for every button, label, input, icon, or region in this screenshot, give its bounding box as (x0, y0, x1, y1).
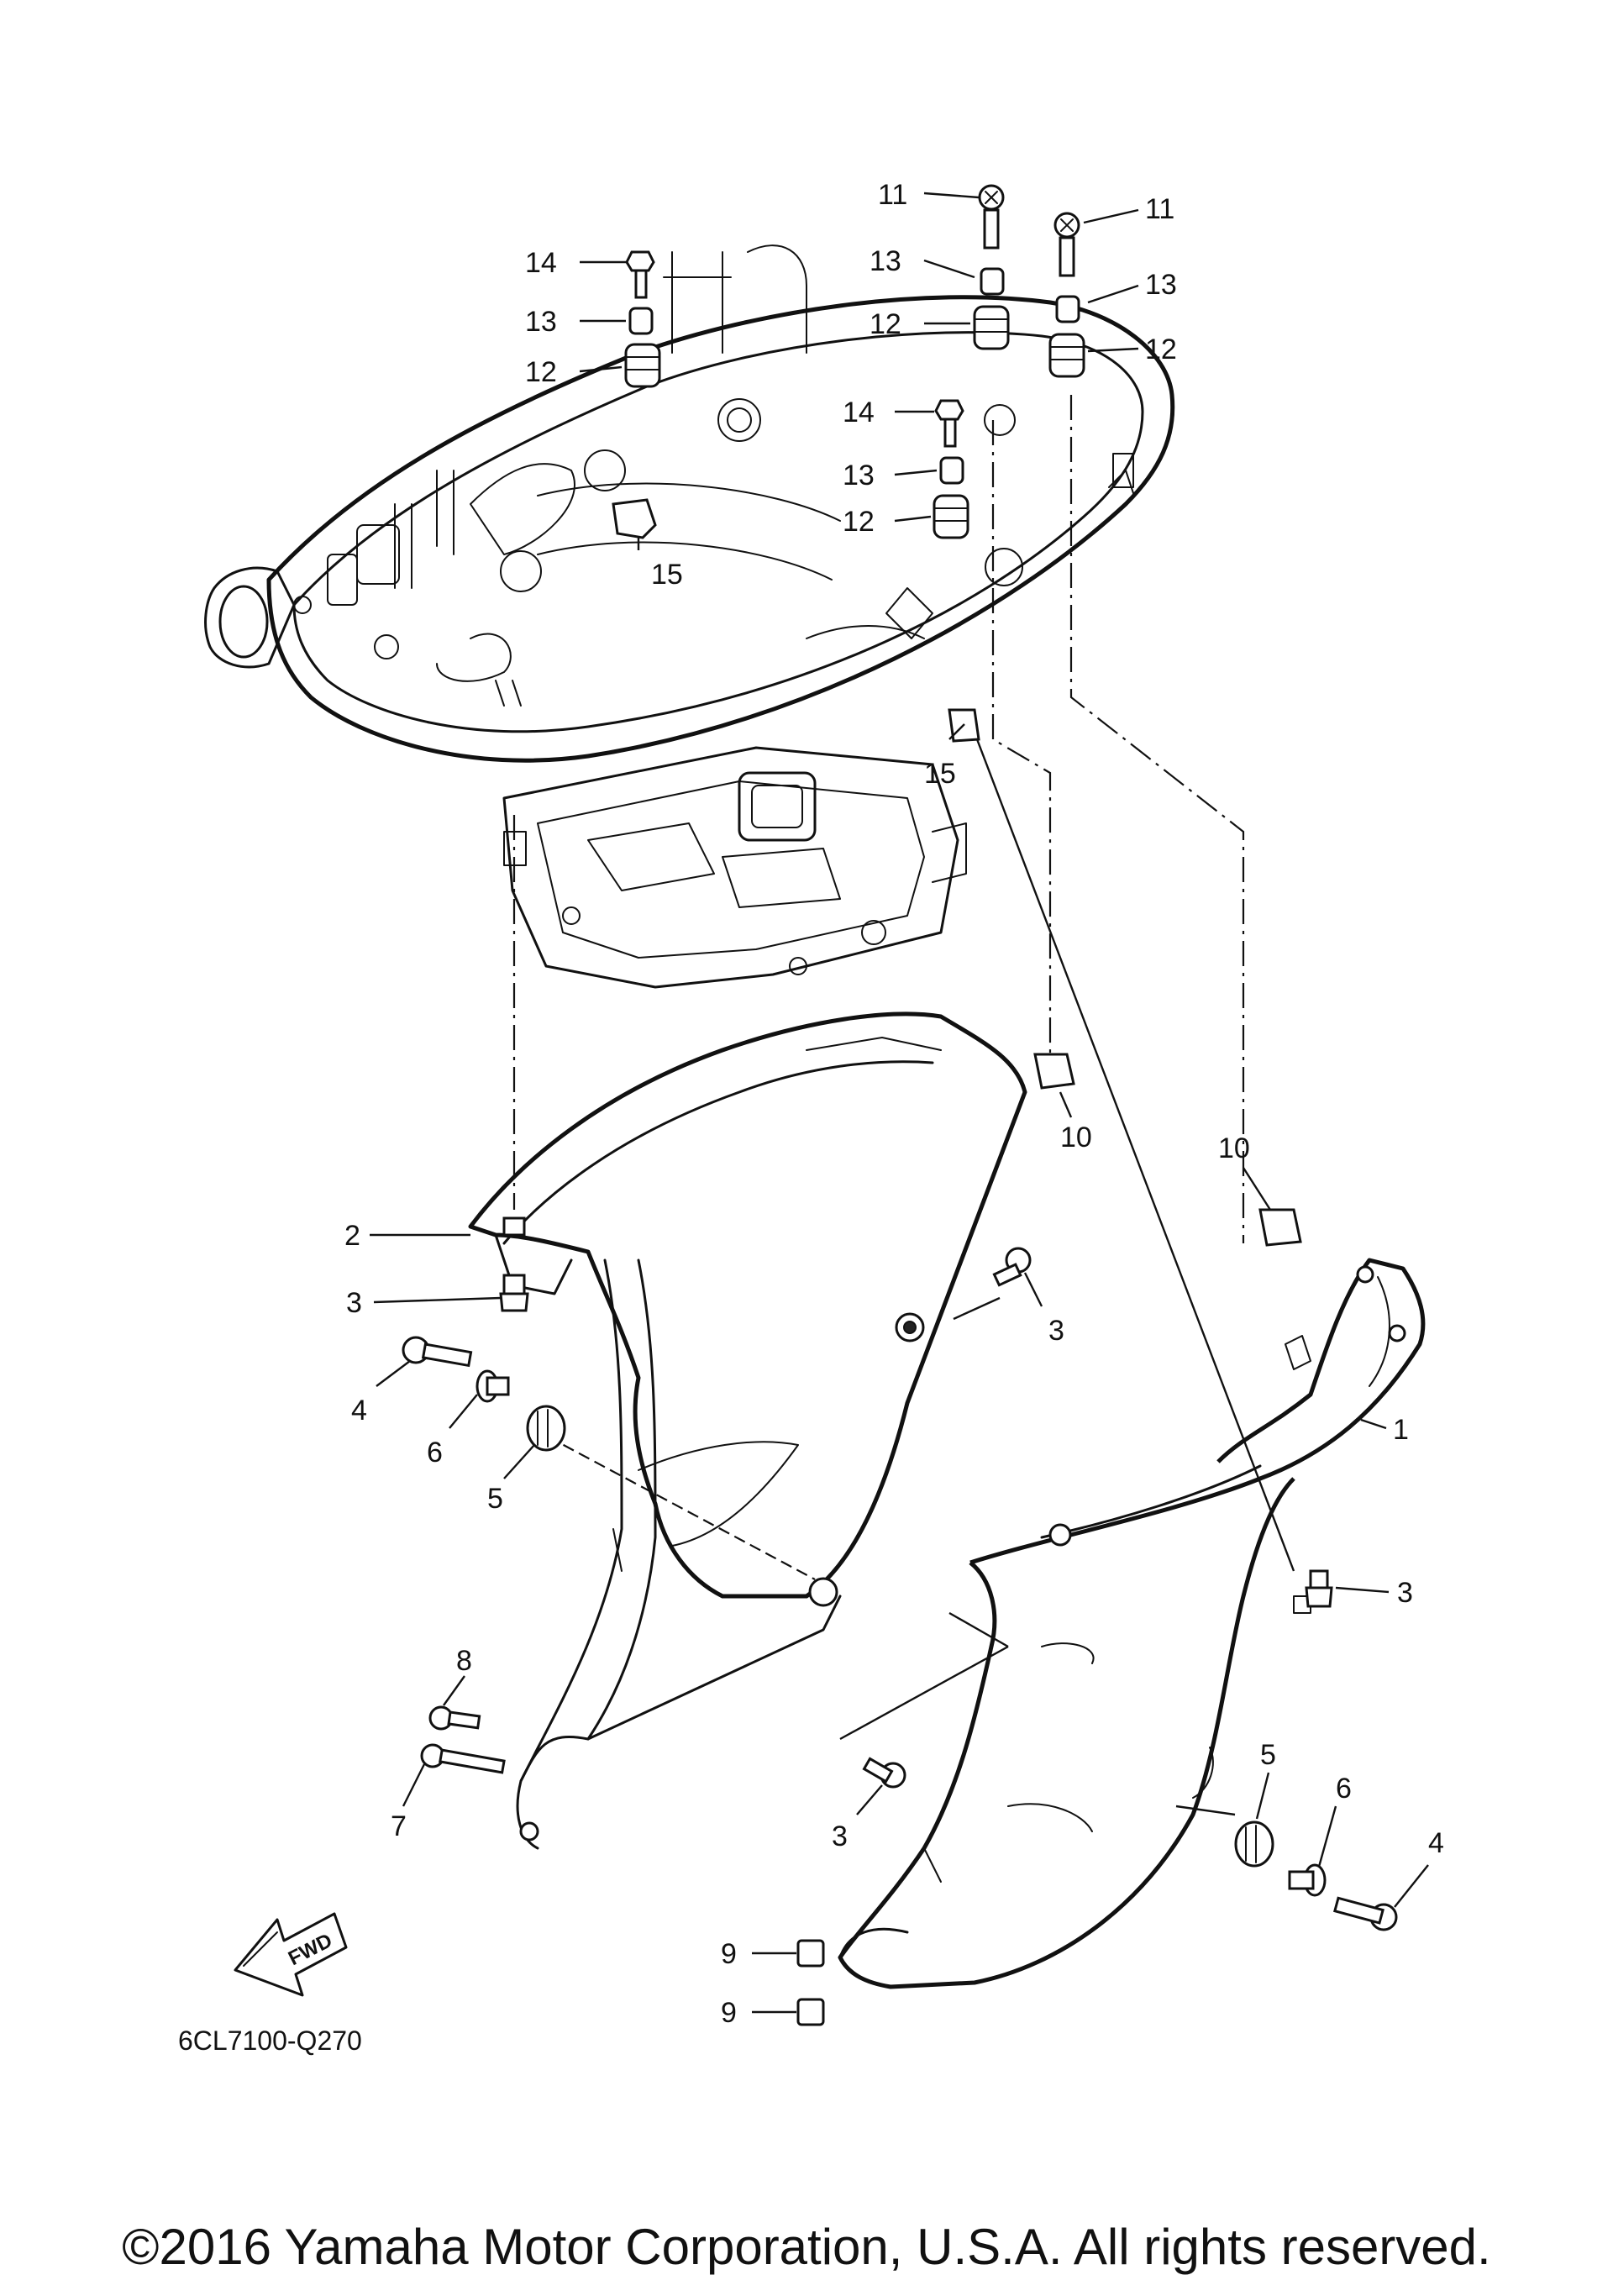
callout-6-a: 6 (427, 1437, 443, 1468)
nut-9-b (796, 1998, 825, 2026)
callout-2: 2 (344, 1220, 360, 1252)
collar-13-b (1055, 295, 1080, 323)
collar-13-d (939, 456, 964, 485)
top-cowling (204, 244, 1175, 763)
callout-15-a: 15 (651, 559, 683, 591)
callout-5-b: 5 (1260, 1739, 1276, 1771)
copyright-notice: ©2016 Yamaha Motor Corporation, U.S.A. A… (122, 2219, 1491, 2275)
bottom-cowling-starboard (838, 1258, 1426, 1989)
screw-3-c (1305, 1569, 1333, 1608)
callout-12-d: 12 (843, 506, 875, 538)
callout-9-b: 9 (721, 1997, 737, 2029)
callout-14-a: 14 (525, 247, 557, 279)
engine-base-plate (502, 746, 967, 989)
clip-nut-10-b (1258, 1208, 1302, 1247)
callout-3-c: 3 (1397, 1577, 1413, 1609)
bolt-11-a (978, 184, 1005, 250)
callout-9-a: 9 (721, 1938, 737, 1970)
grommet-5-b (1234, 1821, 1274, 1868)
screw-3-d (862, 1757, 906, 1789)
parts-diagram: 11 11 13 13 12 12 14 13 12 14 13 12 15 1… (178, 179, 1444, 2056)
forward-arrow-icon: FWD (234, 1912, 348, 1997)
clip-nut-10-a (1033, 1053, 1075, 1090)
callout-13-a: 13 (870, 245, 901, 277)
grommet-5-a (526, 1405, 566, 1452)
callout-11-a: 11 (878, 179, 907, 211)
clip-15-a (612, 498, 657, 539)
bolt-4-a (402, 1336, 473, 1368)
callout-7: 7 (391, 1810, 407, 1842)
callout-14-b: 14 (843, 397, 875, 428)
nut-9-a (796, 1939, 825, 1968)
screw-3-a (499, 1274, 529, 1312)
callout-4-b: 4 (1428, 1827, 1444, 1859)
grommet-12-d (933, 494, 969, 539)
callout-6-b: 6 (1336, 1773, 1352, 1805)
drawing-code: 6CL7100-Q270 (178, 2025, 362, 2056)
grommet-12-a (973, 305, 1010, 350)
callout-10-a: 10 (1060, 1122, 1092, 1153)
callout-12-c: 12 (525, 356, 557, 388)
callout-8: 8 (456, 1645, 472, 1677)
callout-leaders (370, 192, 1429, 2014)
callout-3-b: 3 (1048, 1315, 1064, 1347)
grommet-12-b (1048, 333, 1085, 378)
callout-10-b: 10 (1218, 1132, 1250, 1164)
screw-3-b (992, 1247, 1032, 1287)
callout-1: 1 (1393, 1414, 1409, 1446)
callout-15-b: 15 (924, 758, 956, 790)
callout-11-b: 11 (1145, 193, 1174, 225)
callout-12-a: 12 (870, 308, 901, 340)
bolt-7 (420, 1743, 506, 1774)
collar-6-b (1288, 1863, 1327, 1897)
callout-13-c: 13 (525, 306, 557, 338)
callout-5-a: 5 (487, 1483, 503, 1515)
callout-13-d: 13 (843, 460, 875, 491)
bolt-8 (428, 1705, 481, 1731)
collar-6-a (475, 1369, 510, 1403)
bolt-14-a (625, 250, 655, 299)
callout-numbers: 11 11 13 13 12 12 14 13 12 14 13 12 15 1… (344, 179, 1444, 2029)
bolt-11-b (1053, 212, 1080, 277)
alignment-lines (512, 395, 1295, 1816)
bolt-14-b (934, 399, 964, 448)
collar-13-a (980, 267, 1005, 296)
grommet-12-c (624, 343, 661, 388)
callout-12-b: 12 (1145, 334, 1177, 365)
callout-3-a: 3 (346, 1287, 362, 1319)
bolt-4-b (1333, 1896, 1398, 1931)
collar-13-c (628, 307, 654, 335)
callout-4-a: 4 (351, 1395, 367, 1426)
callout-3-d: 3 (832, 1821, 848, 1852)
callout-13-b: 13 (1145, 269, 1177, 301)
bottom-cowling-port (468, 1011, 1027, 1850)
hardware-parts (402, 184, 1398, 2026)
